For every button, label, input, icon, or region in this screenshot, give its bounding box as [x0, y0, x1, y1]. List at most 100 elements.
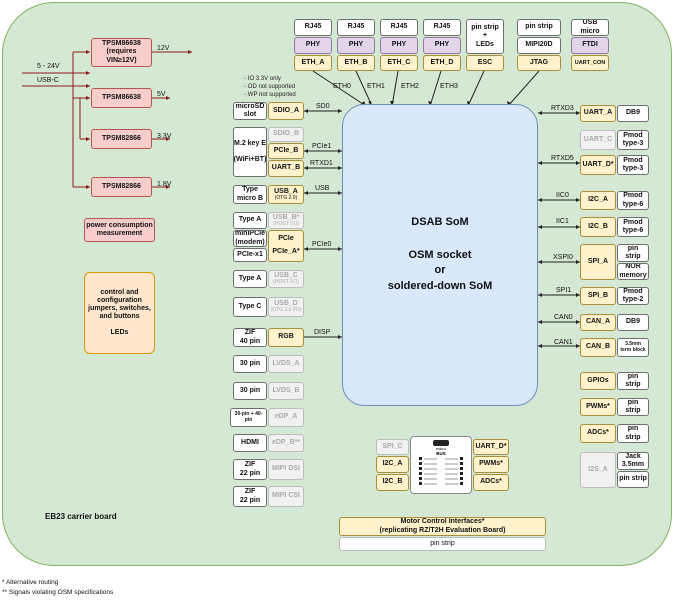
edp-b: eDP_B**	[268, 434, 304, 452]
control-box: control and configuration jumpers, switc…	[84, 272, 155, 354]
adcs-mikrobus: ADCs*	[473, 474, 509, 491]
motor-control-interfaces: Motor Control Interfaces* (replicating R…	[339, 517, 546, 536]
pin-strip-leds: pin strip + LEDs	[466, 19, 504, 54]
term-block: 3.5mm term block	[617, 338, 649, 357]
rtxd1-label: RTXD1	[310, 160, 333, 167]
note-od: ◦ OD not supported	[244, 84, 296, 90]
pmod-type6-b: Pmod type-6	[617, 217, 649, 237]
ftdi: FTDI	[571, 37, 609, 54]
m2-key-e: M.2 key E (WiFi+BT)	[233, 127, 267, 177]
board-title: EB23 carrier board	[45, 512, 117, 521]
eth1-label: ETH1	[367, 83, 385, 90]
pin-strip-adcs: pin strip	[617, 424, 649, 443]
voltage-1v8-label: 1.8V	[157, 181, 172, 188]
phy-b: PHY	[337, 37, 375, 54]
pcie-x1: PCIe-x1	[233, 248, 267, 262]
pmod-type3-a: Pmod type-3	[617, 130, 649, 150]
usb-micro: USB micro	[571, 19, 609, 36]
can-a: CAN_A	[580, 314, 616, 331]
dsab-som: DSAB SoM OSM socket or soldered-down SoM	[342, 104, 538, 406]
spi1-label: SPI1	[556, 287, 572, 294]
rj45-a: RJ45	[294, 19, 332, 36]
rj45-b: RJ45	[337, 19, 375, 36]
edp-a: eDP_A	[268, 408, 304, 427]
disp-label: DISP	[314, 329, 331, 336]
note-io-3v3: ◦ IO 3.3V only	[244, 76, 281, 82]
pin-30-a: 30 pin	[233, 355, 267, 373]
i2c-b: I2C_B	[580, 217, 616, 237]
voltage-3v3-label: 3.3V	[157, 133, 172, 140]
rtxd3-label: RTXD3	[551, 105, 574, 112]
mikrobus-board: mikro BUS	[410, 436, 472, 494]
iic1-label: IIC1	[556, 218, 569, 225]
pcie-b: PCIe_B	[268, 143, 304, 159]
type-c: Type C	[233, 297, 267, 317]
eth2-label: ETH2	[401, 83, 419, 90]
adcs: ADCs*	[580, 424, 616, 443]
footnote-osm-violation: ** Signals violating OSM specifications	[2, 589, 114, 596]
eth-d: ETH_D	[423, 55, 461, 71]
uart-con: UART_CON	[571, 55, 609, 71]
som-subtitle: OSM socket or soldered-down SoM	[387, 248, 493, 292]
lvds-b: LVDS_B	[268, 382, 304, 400]
footnote-alt-routing: * Alternative routing	[2, 579, 59, 586]
pcie0-label: PCIe0	[312, 241, 332, 248]
note-wp: ◦ WP not supported	[244, 92, 296, 98]
voltage-12v-label: 12V	[157, 45, 170, 52]
power-input-label: 5 - 24V	[37, 63, 60, 70]
i2c-a-mikrobus: I2C_A	[376, 456, 409, 473]
mikrobus-text-2: BUS	[436, 451, 446, 456]
pin-30-b: 30 pin	[233, 382, 267, 400]
eth-a: ETH_A	[294, 55, 332, 71]
rj45-c: RJ45	[380, 19, 418, 36]
pin-strip-i2s: pin strip	[617, 471, 649, 488]
motor-pin-strip: pin strip	[339, 537, 546, 551]
rj45-d: RJ45	[423, 19, 461, 36]
type-a-1: Type A	[233, 212, 267, 229]
pin-strip-jtag: pin strip	[517, 19, 561, 36]
sdio-a: SDIO_A	[268, 102, 304, 120]
xspi0-label: XSPI0	[553, 254, 573, 261]
mipi-dsi: MIPI DSI	[268, 459, 304, 480]
mipi-csi: MIPI CSI	[268, 486, 304, 507]
mikrobus-chip-icon: mikro BUS	[419, 440, 463, 485]
can1-label: CAN1	[554, 339, 573, 346]
spi-a: SPI_A	[580, 244, 616, 280]
pmod-type6-a: Pmod type-6	[617, 191, 649, 210]
phy-c: PHY	[380, 37, 418, 54]
regulator-12v: TPSM86638 (requires VIN≥12V)	[91, 38, 152, 67]
eth-b: ETH_B	[337, 55, 375, 71]
eth-c: ETH_C	[380, 55, 418, 71]
som-title: DSAB SoM	[411, 215, 469, 228]
spi-b: SPI_B	[580, 287, 616, 305]
regulator-5v: TPSM86638	[91, 88, 152, 108]
usb-b: USB_B*(HOST 2.0)	[268, 212, 304, 229]
pwms: PWMs*	[580, 398, 616, 416]
sd0-label: SD0	[316, 103, 330, 110]
rgb: RGB	[268, 328, 304, 347]
hdmi: HDMI	[233, 434, 267, 452]
type-a-2: Type A	[233, 270, 267, 288]
mikrobus-text-1: mikro	[436, 446, 447, 451]
uart-a: UART_A	[580, 105, 616, 122]
zif-22-a: ZIF 22 pin	[233, 459, 267, 480]
pmod-type3-b: Pmod type-3	[617, 155, 649, 175]
phy-d: PHY	[423, 37, 461, 54]
zif-40: ZIF 40 pin	[233, 328, 267, 347]
esc: ESC	[466, 55, 504, 71]
uart-b: UART_B	[268, 160, 304, 177]
sdio-b: SDIO_B	[268, 127, 304, 142]
zif-22-b: ZIF 22 pin	[233, 486, 267, 507]
usb-a: USB_A(OTG 2.0)	[268, 185, 304, 204]
pmod-type2: Pmod type-2	[617, 287, 649, 305]
jack-3-5mm: Jack 3.5mm	[617, 452, 649, 470]
gpios: GPIOs	[580, 372, 616, 390]
type-micro-b: Type micro B	[233, 185, 267, 204]
pwms-mikrobus: PWMs*	[473, 456, 509, 473]
jtag: JTAG	[517, 55, 561, 71]
usb-c: USB_C(HOST 3.0)	[268, 270, 304, 288]
lvds-a: LVDS_A	[268, 355, 304, 373]
uart-d-mikrobus: UART_D*	[473, 439, 509, 455]
